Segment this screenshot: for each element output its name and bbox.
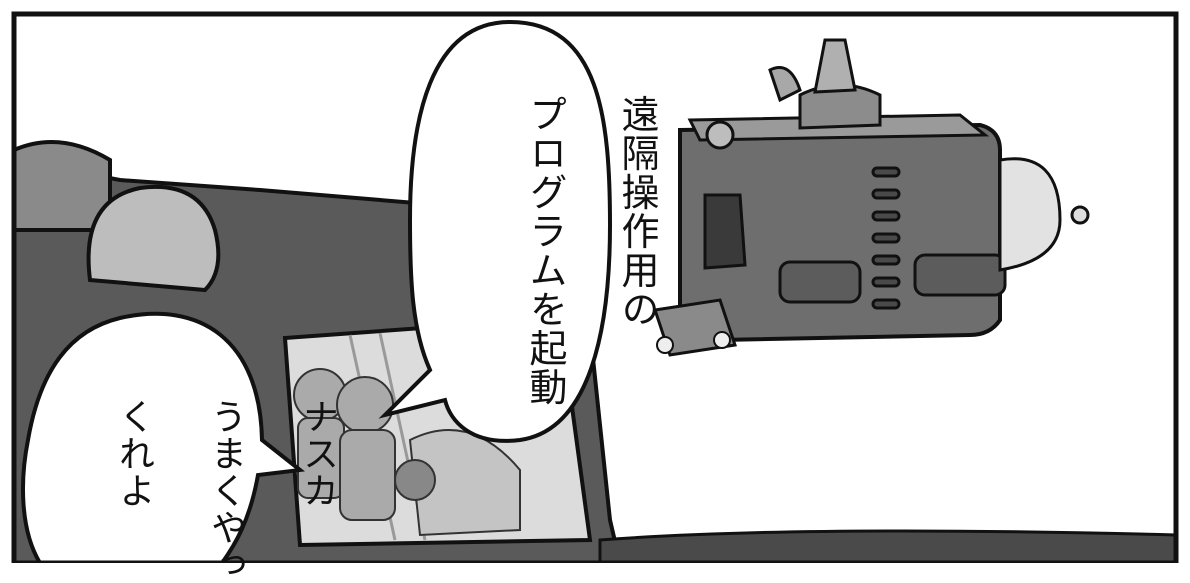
speech-line: 遠隔操作用の <box>615 94 659 329</box>
panel-artwork <box>11 11 1179 563</box>
characters-on-screen <box>293 368 521 537</box>
speech-text-left: ナスカ うまくやっ くれよ <box>64 348 386 583</box>
flying-machine <box>653 38 1090 357</box>
speech-line: うまくやっ <box>205 397 246 583</box>
seat-pad <box>12 140 112 232</box>
speech-line: プログラムを起動 <box>523 94 567 407</box>
headrest <box>86 185 221 293</box>
speech-line: くれよ <box>113 397 154 509</box>
dashboard <box>598 529 1178 563</box>
speech-line: ナスカ <box>297 397 338 509</box>
speech-text-right: 遠隔操作用の プログラムを起動 <box>476 42 706 422</box>
comic-panel: 遠隔操作用の プログラムを起動 ナスカ うまくやっ くれよ <box>11 11 1179 583</box>
speech-bubble-right <box>378 19 613 443</box>
